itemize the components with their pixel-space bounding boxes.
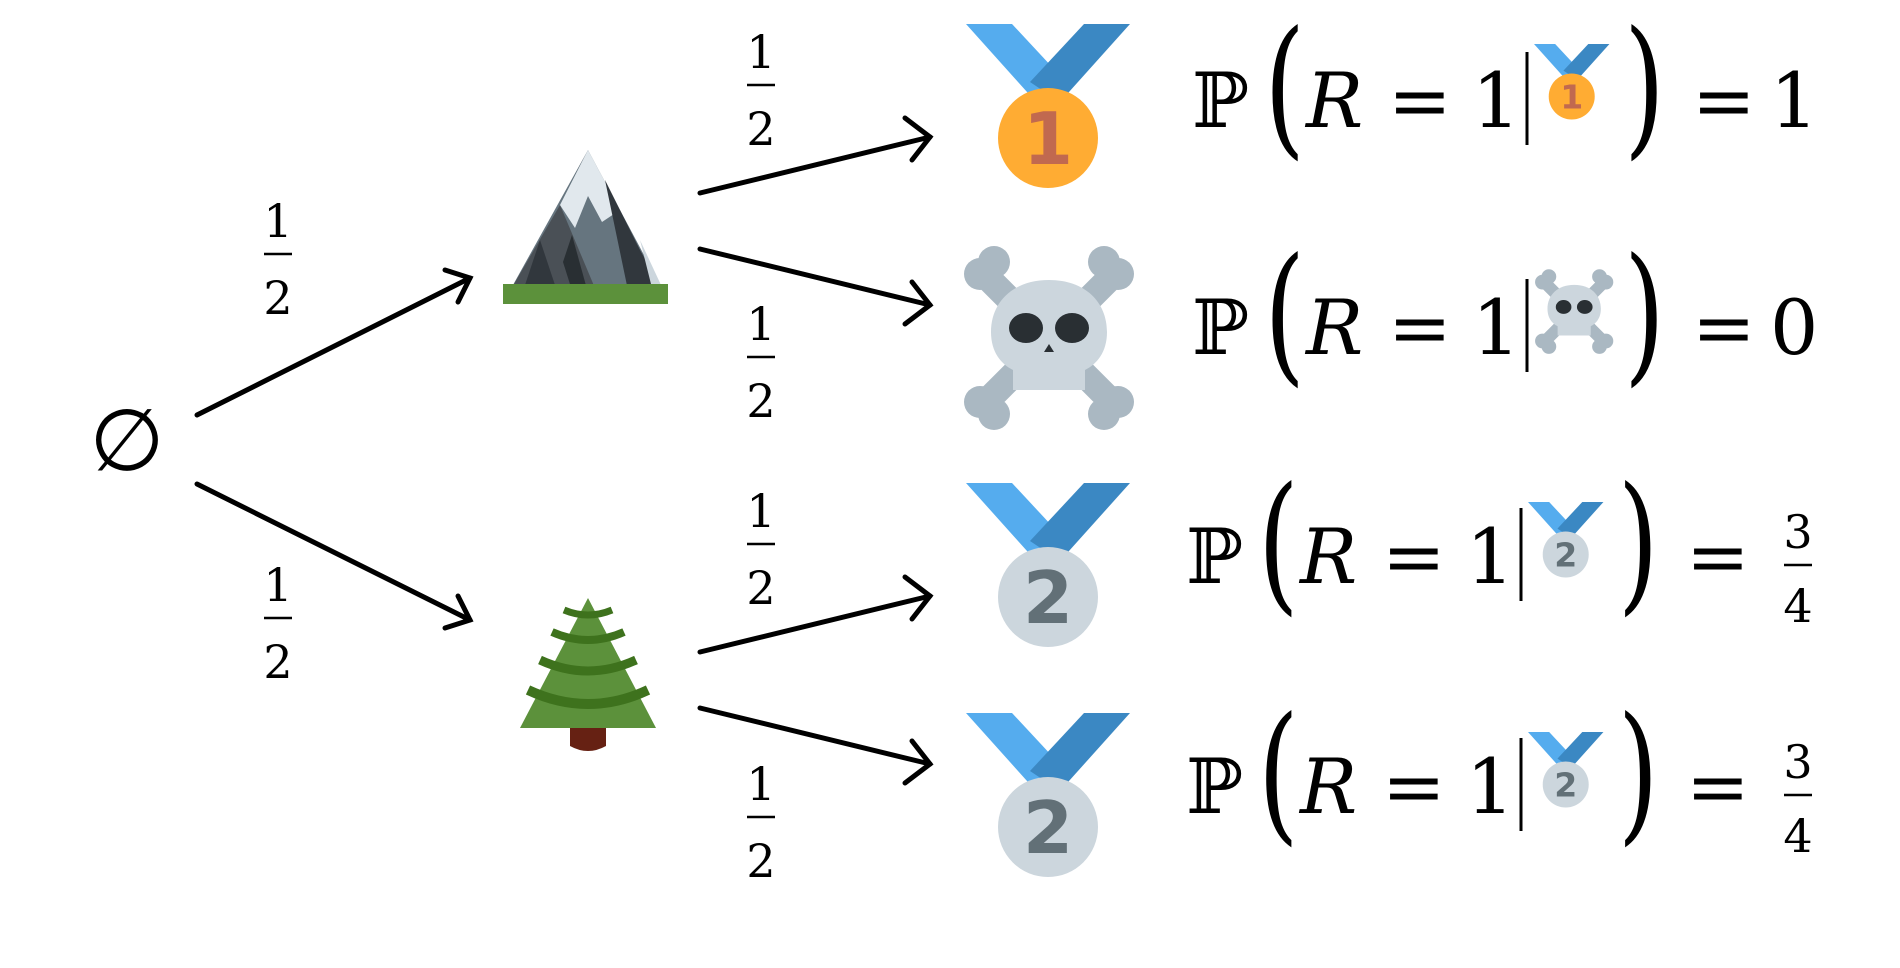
arrow-tree-to-silver-b xyxy=(697,705,934,786)
svg-text:): ) xyxy=(1618,455,1659,630)
arrow-tree-to-silver-a xyxy=(697,574,934,655)
svg-text:1: 1 xyxy=(746,484,775,538)
silver-medal-icon: 2 xyxy=(966,713,1130,877)
silver-medal-icon-small: 2 xyxy=(1528,732,1604,808)
svg-text:1: 1 xyxy=(1466,742,1514,831)
result-fraction-silver-b: 3 4 xyxy=(1783,735,1812,863)
equation-gold: ℙ ( R = 1 1 ) = 1 xyxy=(1192,0,1818,174)
arrow-root-to-tree xyxy=(194,481,474,631)
svg-text:=: = xyxy=(1686,742,1750,831)
svg-text:(: ( xyxy=(1258,455,1299,630)
svg-text:4: 4 xyxy=(1783,809,1812,863)
gold-medal-icon-small: 1 xyxy=(1534,44,1610,120)
evergreen-tree-icon xyxy=(520,598,656,751)
arrow-mountain-to-gold xyxy=(697,115,934,196)
svg-text:2: 2 xyxy=(1023,556,1073,640)
svg-text:): ) xyxy=(1618,685,1659,860)
equation-silver-b: ℙ ( R = 1 2 ) = 3 4 xyxy=(1186,685,1813,863)
arrow-mountain-to-skull xyxy=(697,246,934,327)
svg-text:=: = xyxy=(1382,742,1446,831)
silver-medal-icon: 2 xyxy=(966,483,1130,647)
fraction-mountain-to-gold: 1 2 xyxy=(746,25,775,156)
svg-text:ℙ: ℙ xyxy=(1186,512,1243,601)
fraction-root-to-tree: 1 2 xyxy=(263,558,292,689)
arrow-root-to-mountain xyxy=(194,267,474,418)
svg-text:2: 2 xyxy=(746,374,775,428)
svg-text:2: 2 xyxy=(263,635,292,689)
svg-text:): ) xyxy=(1624,226,1665,401)
svg-text:ℙ: ℙ xyxy=(1192,283,1249,372)
svg-text:2: 2 xyxy=(746,102,775,156)
svg-text:): ) xyxy=(1624,0,1665,174)
svg-text:4: 4 xyxy=(1783,579,1812,633)
fraction-root-to-mountain: 1 2 xyxy=(263,194,292,325)
svg-text:2: 2 xyxy=(1554,535,1577,574)
equation-skull: ℙ ( R = 1 ) = 0 xyxy=(1192,226,1818,401)
skull-crossbones-icon-small xyxy=(1535,269,1614,354)
svg-text:1: 1 xyxy=(1466,512,1514,601)
svg-text:2: 2 xyxy=(746,834,775,888)
svg-text:3: 3 xyxy=(1783,505,1812,559)
svg-text:=: = xyxy=(1692,283,1756,372)
svg-text:1: 1 xyxy=(263,194,292,248)
svg-text:1: 1 xyxy=(1472,56,1520,145)
svg-text:1: 1 xyxy=(746,297,775,351)
svg-text:R: R xyxy=(1298,742,1357,831)
svg-text:1: 1 xyxy=(1770,56,1818,145)
svg-text:=: = xyxy=(1686,512,1750,601)
svg-text:3: 3 xyxy=(1783,735,1812,789)
skull-crossbones-icon xyxy=(964,246,1134,430)
result-fraction-silver-a: 3 4 xyxy=(1783,505,1812,633)
mountain-icon xyxy=(503,150,668,304)
svg-text:ℙ: ℙ xyxy=(1192,56,1249,145)
root-empty-set: ∅ xyxy=(90,391,165,491)
silver-medal-icon-small: 2 xyxy=(1528,502,1604,578)
svg-text:=: = xyxy=(1388,56,1452,145)
svg-text:=: = xyxy=(1692,56,1756,145)
gold-medal-icon: 1 xyxy=(966,24,1130,188)
svg-text:1: 1 xyxy=(263,558,292,612)
fraction-mountain-to-skull: 1 2 xyxy=(746,297,775,428)
svg-text:2: 2 xyxy=(1023,786,1073,870)
svg-text:(: ( xyxy=(1258,685,1299,860)
svg-text:1: 1 xyxy=(1560,77,1583,116)
svg-text:1: 1 xyxy=(746,757,775,811)
svg-text:2: 2 xyxy=(1554,765,1577,804)
svg-text:=: = xyxy=(1382,512,1446,601)
svg-text:R: R xyxy=(1304,56,1363,145)
svg-text:(: ( xyxy=(1264,0,1305,174)
fraction-tree-to-silver-b: 1 2 xyxy=(746,757,775,888)
svg-text:1: 1 xyxy=(746,25,775,79)
svg-text:=: = xyxy=(1388,283,1452,372)
svg-text:(: ( xyxy=(1264,226,1305,401)
fraction-tree-to-silver-a: 1 2 xyxy=(746,484,775,615)
svg-text:ℙ: ℙ xyxy=(1186,742,1243,831)
svg-text:2: 2 xyxy=(746,561,775,615)
svg-text:R: R xyxy=(1304,283,1363,372)
equation-silver-a: ℙ ( R = 1 2 ) = 3 4 xyxy=(1186,455,1813,633)
svg-text:0: 0 xyxy=(1770,283,1818,372)
svg-text:2: 2 xyxy=(263,271,292,325)
svg-text:R: R xyxy=(1298,512,1357,601)
svg-text:1: 1 xyxy=(1472,283,1520,372)
svg-text:1: 1 xyxy=(1023,97,1073,181)
